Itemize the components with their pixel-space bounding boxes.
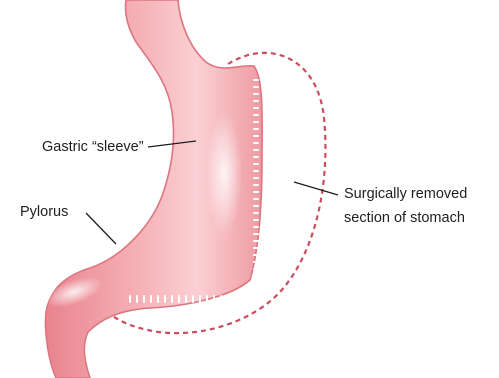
pylorus-leader-line	[86, 213, 116, 244]
removed-section-label-line2: section of stomach	[344, 210, 465, 226]
removed-section-label-line1: Surgically removed	[344, 186, 467, 202]
stomach-highlight	[206, 112, 242, 236]
pylorus-label: Pylorus	[20, 204, 68, 220]
sleeve-label: Gastric “sleeve”	[42, 139, 144, 155]
removed-leader-line	[294, 182, 338, 195]
